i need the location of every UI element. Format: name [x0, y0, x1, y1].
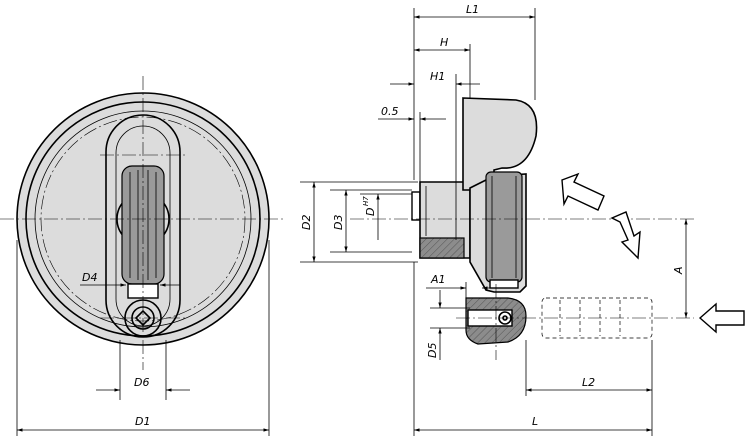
side-view: L1 H H1 0.5 D2 D3 D H7 A1	[300, 3, 745, 436]
label-A1: A1	[430, 273, 446, 286]
handle-core	[485, 171, 523, 283]
label-0-5: 0.5	[381, 105, 399, 118]
label-D: D	[364, 208, 377, 216]
label-D3: D3	[332, 215, 345, 230]
label-D5: D5	[426, 343, 439, 358]
label-L: L	[532, 415, 538, 428]
label-H1: H1	[430, 70, 445, 83]
rotation-arrow-icon	[561, 172, 605, 211]
front-view: D4 D6 D1	[0, 76, 284, 436]
hub-bore	[411, 191, 421, 221]
rotation-arrow-icon	[610, 211, 641, 260]
label-D2: D2	[300, 215, 313, 230]
pull-pin-ghost	[541, 297, 653, 339]
label-A: A	[672, 266, 685, 275]
label-L2: L2	[582, 376, 595, 389]
label-L1: L1	[466, 3, 479, 16]
hub-section	[419, 237, 465, 259]
label-D1: D1	[135, 415, 150, 428]
handle-collar	[489, 279, 519, 289]
label-D6: D6	[134, 376, 149, 389]
label-D-tolerance: H7	[362, 196, 370, 206]
push-arrow-icon	[698, 302, 745, 334]
label-D4: D4	[82, 271, 97, 284]
label-H: H	[440, 36, 448, 49]
